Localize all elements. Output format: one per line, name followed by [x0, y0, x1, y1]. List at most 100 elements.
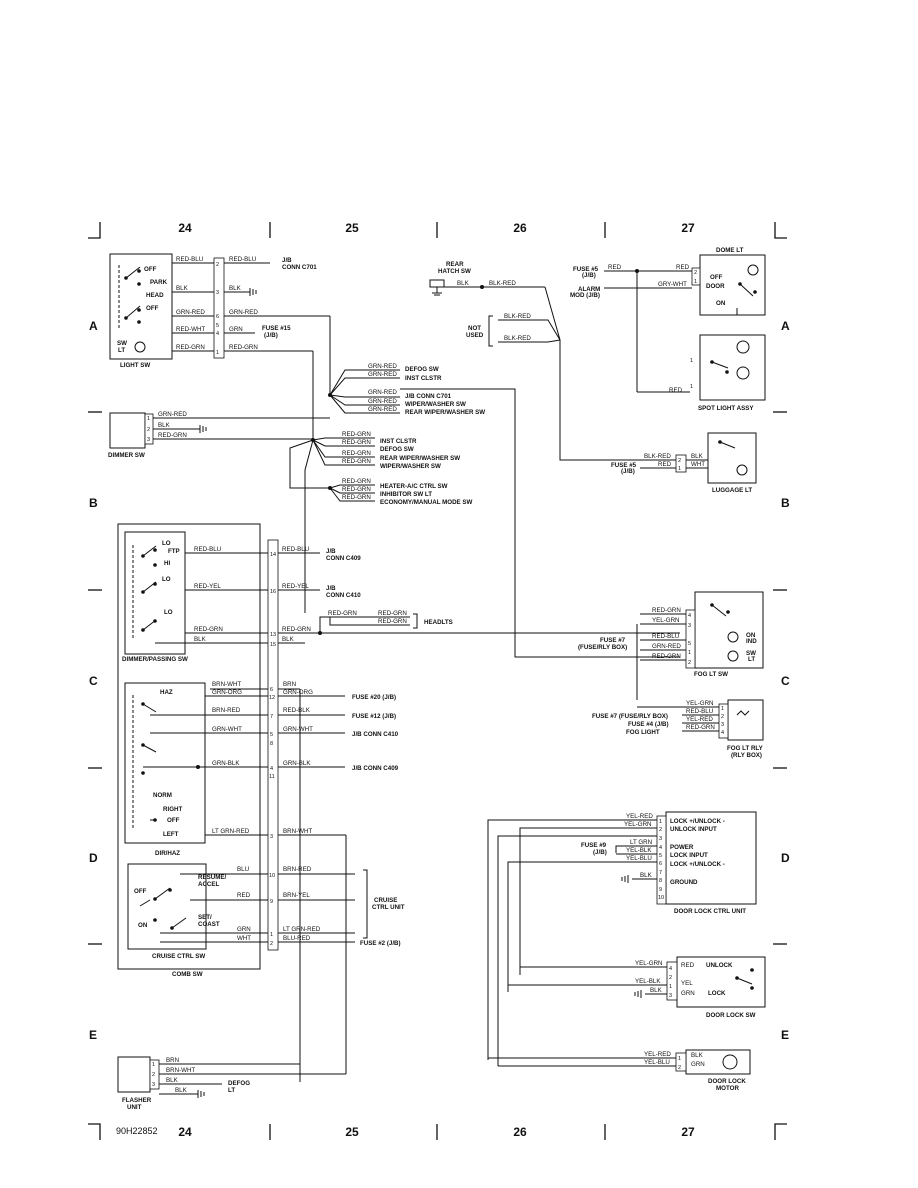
pin-number: 11: [269, 774, 275, 780]
switch-blade: [139, 899, 151, 907]
dome-light: DOME LT 2 1 OFF DOOR ON FUSE #5 (J/B) AL…: [570, 247, 766, 393]
wire-label: GRN-BLK: [212, 760, 240, 767]
dome-alarm: MOD (J/B): [570, 292, 600, 299]
pin-number: 2: [688, 660, 691, 666]
connector-fog: [685, 609, 696, 669]
function-label: LOCK +/UNLOCK -: [670, 861, 725, 868]
switch-blade: [739, 283, 754, 297]
wire-label: GRN-RED: [158, 411, 187, 418]
light-sw-pos: OFF: [144, 266, 157, 273]
pin-number: 3: [216, 290, 219, 296]
wire-label: GRN-RED: [229, 309, 258, 316]
wire-label: GRN-RED: [368, 371, 397, 378]
wire-label: RED-GRN: [652, 607, 681, 614]
row-label: C: [89, 674, 98, 688]
contact-dot: [153, 563, 157, 567]
dest-label: INHIBITOR SW LT: [380, 491, 432, 498]
wire-label: BLK: [166, 1077, 179, 1084]
wire: [329, 484, 375, 502]
wire-label: YEL-BLU: [644, 1059, 670, 1066]
flasher-defog: LT: [228, 1087, 235, 1094]
cruise-unit-label: CRUISE: [374, 897, 397, 904]
pin-number: 2: [270, 941, 273, 947]
pin-number: 1: [690, 384, 693, 390]
wire: [507, 861, 657, 992]
bracket: [488, 315, 493, 347]
wire-label: GRN-RED: [368, 398, 397, 405]
contact-dot: [725, 370, 729, 374]
wire-label: RED-YEL: [282, 583, 309, 590]
pin-number: 4: [659, 845, 662, 851]
wire-label: BRN: [283, 681, 296, 688]
wire-label: RED-GRN: [342, 431, 371, 438]
pin-number: 7: [270, 714, 273, 720]
dest-label: FUSE #12 (J/B): [352, 713, 396, 720]
wire-label: YEL-BLK: [626, 847, 652, 854]
dh-pos: LEFT: [163, 831, 179, 838]
switch-blade: [154, 887, 171, 900]
switch-blade: [171, 917, 187, 929]
fog-ind-label: LT: [748, 656, 755, 663]
wire-label: RED-GRN: [194, 626, 223, 633]
corner-bottom-left: [88, 1123, 101, 1140]
cruise-sw-title: CRUISE CTRL SW: [152, 953, 205, 960]
wire-label: RED-GRN: [342, 478, 371, 485]
pin-number: 8: [270, 741, 273, 747]
wire-label: RED-GRN: [342, 458, 371, 465]
fog-lt-sw-title: FOG LT SW: [694, 671, 728, 678]
wire-label: YEL-GRN: [686, 700, 714, 707]
headlts-label: HEADLTS: [424, 619, 453, 626]
col-label: 26: [513, 1125, 527, 1139]
dome-pos: DOOR: [706, 283, 725, 290]
wire-label: RED-GRN: [652, 653, 681, 660]
dest-label: FUSE #2 (J/B): [360, 940, 401, 947]
dh-pos: HAZ: [160, 689, 173, 696]
cc-pos: OFF: [134, 888, 147, 895]
pin-number: 10: [658, 895, 664, 901]
rear-hatch-title: HATCH SW: [438, 268, 471, 275]
dh-pos: RIGHT: [163, 806, 182, 813]
ground-icon: [432, 287, 442, 296]
wire-label: YEL-GRN: [624, 821, 652, 828]
dest-label: REAR WIPER/WASHER SW: [405, 409, 485, 416]
row-label: B: [781, 496, 790, 510]
dimmer-passing-box: [124, 531, 186, 655]
pin-number: 3: [669, 993, 672, 999]
wire-label: RED-BLK: [283, 707, 311, 714]
pin-number: 16: [270, 589, 276, 595]
pin-number: 1: [694, 279, 697, 285]
wire: [487, 819, 657, 1060]
wire-label: BLK-RED: [504, 335, 531, 342]
door-lock-unit-title: DOOR LOCK CTRL UNIT: [674, 908, 746, 915]
rear-hatch-title: REAR: [446, 261, 464, 268]
motor-title: MOTOR: [716, 1085, 739, 1092]
dest-label: HEATER-A/C CTRL SW: [380, 483, 448, 490]
wire-label: RED-WHT: [176, 326, 205, 333]
light-sw-title: LIGHT SW: [120, 362, 150, 369]
pin-number: 4: [669, 966, 672, 972]
pin-number: 2: [721, 714, 724, 720]
wire-label: BRN-RED: [212, 707, 241, 714]
wire-label: GRN-WHT: [212, 726, 242, 733]
wire-label: RED-GRN: [229, 344, 258, 351]
cruise-sw-box: [127, 863, 207, 950]
pin-number: 3: [659, 836, 662, 842]
dimmer-passing-title: DIMMER/PASSING SW: [122, 656, 188, 663]
wire-label: YEL-GRN: [635, 960, 663, 967]
dest-label: J/B: [282, 257, 292, 264]
pin-number: 3: [147, 437, 150, 443]
connector-comb: [267, 539, 279, 951]
pin-number: 14: [270, 552, 276, 558]
cc-pos: RESUME/: [198, 874, 226, 881]
spot-lt-title: SPOT LIGHT ASSY: [698, 405, 754, 412]
motor-icon: [722, 1054, 738, 1070]
wire-label: BLK: [175, 1087, 188, 1094]
row-label: B: [89, 496, 98, 510]
connector-door-lock: [656, 815, 667, 905]
ground-icon: [733, 308, 741, 316]
dest-label: CONN C701: [282, 264, 317, 271]
wire: [615, 845, 657, 853]
wire: [498, 319, 561, 343]
flasher-defog: DEFOG: [228, 1080, 250, 1087]
contact-dot: [141, 771, 145, 775]
